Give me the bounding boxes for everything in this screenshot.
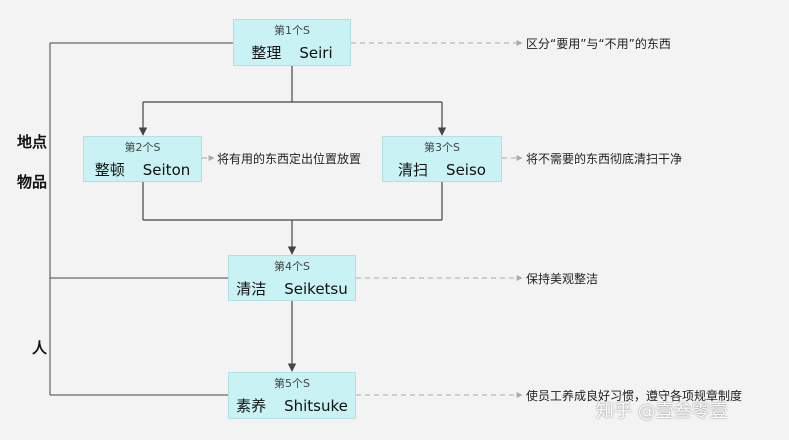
- watermark: 知乎 @壹叁零壹: [596, 401, 728, 422]
- node-seiton-sub: 第2个S: [124, 141, 161, 154]
- node-shitsuke-en: Shitsuke: [284, 397, 348, 415]
- node-seiketsu-sub: 第4个S: [274, 260, 310, 273]
- node-seiri-sub: 第1个S: [274, 24, 310, 37]
- node-seiketsu-cn: 清洁: [236, 280, 267, 298]
- note-seiketsu: 保持美观整洁: [526, 272, 599, 286]
- note-seiso: 将不需要的东西彻底清扫干净: [526, 152, 683, 166]
- node-seiton-en: Seiton: [142, 161, 191, 179]
- node-shitsuke: 第5个S 素养 Shitsuke: [228, 372, 356, 419]
- node-seiketsu-label: 清洁 Seiketsu: [229, 278, 355, 299]
- node-seiton-cn: 整顿: [94, 161, 125, 179]
- side-label-item: 物品: [17, 173, 48, 191]
- side-label-place: 地点: [17, 133, 48, 151]
- node-seiso-cn: 清扫: [398, 161, 429, 179]
- node-seiso-en: Seiso: [446, 161, 486, 179]
- node-shitsuke-sub: 第5个S: [274, 377, 310, 390]
- node-seiton: 第2个S 整顿 Seiton: [83, 136, 202, 182]
- side-label-person: 人: [32, 339, 48, 357]
- node-seiri-en: Seiri: [299, 44, 333, 62]
- node-seiso: 第3个S 清扫 Seiso: [382, 136, 502, 182]
- note-seiri: 区分“要用”与“不用”的东西: [526, 37, 671, 51]
- node-seiketsu-en: Seiketsu: [284, 280, 348, 298]
- node-seiton-label: 整顿 Seiton: [84, 159, 201, 180]
- node-seiso-label: 清扫 Seiso: [383, 159, 501, 180]
- note-seiton: 将有用的东西定出位置放置: [217, 152, 362, 166]
- node-shitsuke-label: 素养 Shitsuke: [229, 395, 355, 416]
- note-shitsuke: 使员工养成良好习惯，遵守各项规章制度: [526, 389, 743, 403]
- node-seiri: 第1个S 整理 Seiri: [233, 19, 351, 66]
- node-seiso-sub: 第3个S: [424, 141, 460, 154]
- node-shitsuke-cn: 素养: [236, 397, 267, 415]
- node-seiri-label: 整理 Seiri: [234, 42, 350, 63]
- node-seiketsu: 第4个S 清洁 Seiketsu: [228, 255, 356, 301]
- node-seiri-cn: 整理: [251, 44, 282, 62]
